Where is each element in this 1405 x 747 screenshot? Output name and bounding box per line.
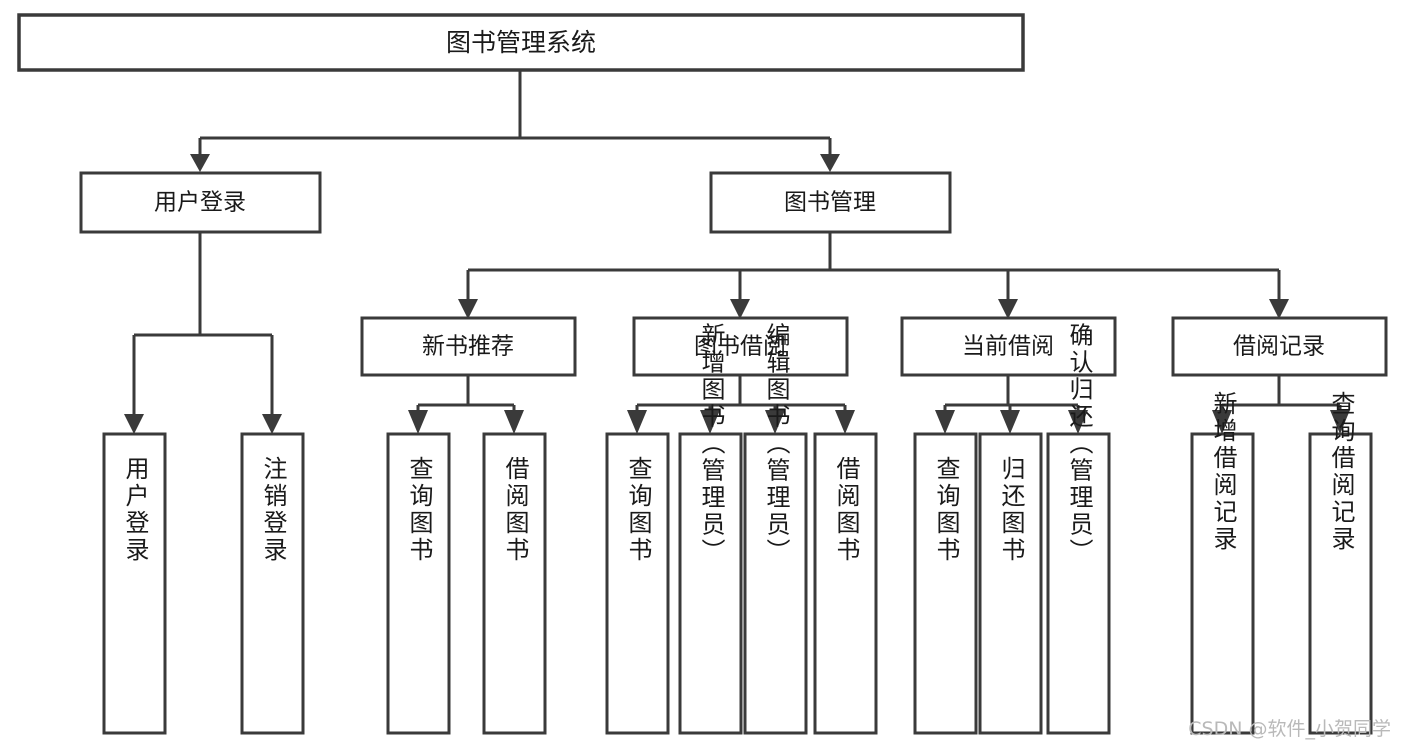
- arrowhead-leaf-currentborrow-1: [935, 410, 955, 434]
- leaf-node-record-add[interactable]: 新增借阅记录: [1190, 391, 1255, 735]
- connector-group-root-to-level2: [190, 70, 840, 172]
- leaf-node-current-query-book-box: [913, 432, 978, 735]
- arrowhead-leaf-borrowrecord-1: [1212, 410, 1232, 434]
- node-root-system-box: [17, 13, 1025, 72]
- arrowhead-book-borrow: [730, 299, 750, 319]
- node-current-borrow-box: [900, 316, 1117, 377]
- leaf-node-record-query[interactable]: 查询借阅记录: [1308, 391, 1373, 735]
- connector-group-bookborrow-to-leaves: [627, 375, 855, 434]
- leaf-node-user-login-login[interactable]: 用户登录: [102, 432, 167, 735]
- node-borrow-record[interactable]: 借阅记录: [1171, 316, 1388, 377]
- connector-group-newbook-to-leaves: [408, 375, 524, 434]
- leaf-node-current-return-book[interactable]: 归还图书: [978, 432, 1043, 735]
- arrowhead-leaf-bookborrow-1: [627, 410, 647, 434]
- leaf-node-borrow-borrow-book[interactable]: 借阅图书: [813, 432, 878, 735]
- arrowhead-book-manage: [820, 154, 840, 172]
- node-new-book-recommend[interactable]: 新书推荐: [360, 316, 577, 377]
- node-user-login-box: [79, 171, 322, 234]
- leaf-node-new-book-borrow[interactable]: 借阅图书: [482, 432, 547, 735]
- node-book-borrow-box: [632, 316, 849, 377]
- node-user-login-label: 用户登录: [154, 190, 246, 216]
- leaf-node-borrow-add-book-box: [678, 432, 743, 735]
- leaf-node-new-book-query-label: 查询图书: [405, 456, 433, 564]
- node-borrow-record-box: [1171, 316, 1388, 377]
- leaf-node-record-add-label: 新增借阅记录: [1209, 391, 1237, 553]
- leaf-node-record-add-box: [1190, 432, 1255, 735]
- arrowhead-leaf-userlogin-1: [124, 414, 144, 434]
- leaf-node-current-query-book[interactable]: 查询图书: [913, 432, 978, 735]
- leaf-node-borrow-add-book-label: 新增图书（管理员）: [697, 323, 725, 566]
- leaf-node-current-return-book-box: [978, 432, 1043, 735]
- arrowhead-leaf-currentborrow-3: [1068, 410, 1088, 434]
- node-new-book-recommend-box: [360, 316, 577, 377]
- node-root-system-label: 图书管理系统: [446, 28, 596, 57]
- connector-group-borrowrecord-to-leaves: [1212, 375, 1350, 434]
- leaf-node-user-login-logout[interactable]: 注销登录: [240, 432, 305, 735]
- connector-group-currentborrow-to-leaves: [935, 375, 1088, 434]
- leaf-node-user-login-logout-label: 注销登录: [259, 456, 287, 564]
- arrowhead-new-book: [458, 299, 478, 319]
- leaf-node-current-confirm-return-box: [1046, 432, 1111, 735]
- arrowhead-current-borrow: [998, 299, 1018, 319]
- leaf-node-record-query-box: [1308, 432, 1373, 735]
- node-borrow-record-label: 借阅记录: [1233, 334, 1325, 360]
- leaf-node-current-confirm-return-label: 确认归还（管理员）: [1065, 323, 1093, 566]
- leaf-node-borrow-add-book[interactable]: 新增图书（管理员）: [678, 323, 743, 735]
- node-root-system[interactable]: 图书管理系统: [17, 13, 1025, 72]
- arrowhead-leaf-borrowrecord-2: [1330, 410, 1350, 434]
- leaf-node-user-login-logout-box: [240, 432, 305, 735]
- leaf-node-borrow-query-book-box: [605, 432, 670, 735]
- leaf-node-user-login-login-label: 用户登录: [121, 456, 149, 564]
- leaf-node-new-book-query[interactable]: 查询图书: [386, 432, 451, 735]
- leaf-node-borrow-borrow-book-box: [813, 432, 878, 735]
- leaf-node-borrow-query-book[interactable]: 查询图书: [605, 432, 670, 735]
- arrowhead-leaf-currentborrow-2: [1000, 410, 1020, 434]
- leaf-node-borrow-edit-book-box: [743, 432, 808, 735]
- leaf-node-borrow-borrow-book-label: 借阅图书: [832, 456, 860, 564]
- node-book-borrow[interactable]: 图书借阅: [632, 316, 849, 377]
- node-new-book-recommend-label: 新书推荐: [422, 334, 514, 360]
- leaf-node-record-query-label: 查询借阅记录: [1327, 391, 1355, 553]
- leaf-node-new-book-borrow-box: [482, 432, 547, 735]
- node-book-borrow-label: 图书借阅: [694, 334, 786, 360]
- arrowhead-user-login: [190, 154, 210, 172]
- node-book-manage-label: 图书管理: [784, 190, 876, 216]
- node-current-borrow[interactable]: 当前借阅: [900, 316, 1117, 377]
- leaf-node-current-query-book-label: 查询图书: [932, 456, 960, 564]
- arrowhead-leaf-bookborrow-3: [765, 410, 785, 434]
- node-current-borrow-label: 当前借阅: [962, 334, 1054, 360]
- leaf-node-current-return-book-label: 归还图书: [997, 456, 1025, 564]
- leaf-node-current-confirm-return[interactable]: 确认归还（管理员）: [1046, 323, 1111, 735]
- leaf-node-borrow-edit-book-label: 编辑图书（管理员）: [762, 323, 790, 566]
- arrowhead-borrow-record: [1269, 299, 1289, 319]
- arrowhead-leaf-bookborrow-4: [835, 410, 855, 434]
- leaf-node-new-book-query-box: [386, 432, 451, 735]
- leaf-node-new-book-borrow-label: 借阅图书: [501, 456, 529, 564]
- node-user-login[interactable]: 用户登录: [79, 171, 322, 234]
- arrowhead-leaf-userlogin-2: [262, 414, 282, 434]
- connector-group-userlogin-to-leaves: [124, 232, 282, 434]
- connector-group-bookmanage-to-level3: [458, 232, 1289, 319]
- leaf-node-borrow-query-book-label: 查询图书: [624, 456, 652, 564]
- leaf-node-borrow-edit-book[interactable]: 编辑图书（管理员）: [743, 323, 808, 735]
- node-book-manage-box: [709, 171, 952, 234]
- arrowhead-leaf-newbook-2: [504, 410, 524, 434]
- leaf-node-user-login-login-box: [102, 432, 167, 735]
- arrowhead-leaf-newbook-1: [408, 410, 428, 434]
- node-book-manage[interactable]: 图书管理: [709, 171, 952, 234]
- arrowhead-leaf-bookborrow-2: [700, 410, 720, 434]
